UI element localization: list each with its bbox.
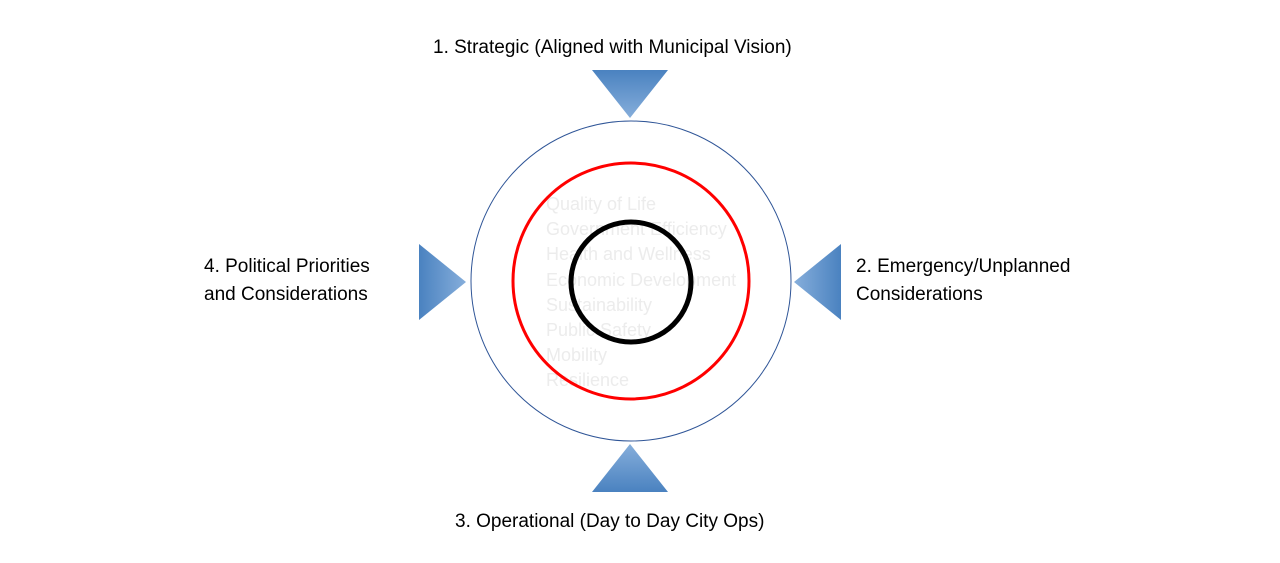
center-item: Quality of Life	[546, 194, 657, 214]
center-item: Health and Wellness	[546, 244, 711, 265]
label-line: Considerations	[856, 284, 983, 305]
label-emergency: 2. Emergency/Unplanned Considerations	[856, 253, 1070, 309]
label-political: 4. Political Priorities and Consideratio…	[204, 253, 370, 309]
arrow-down-icon	[592, 70, 668, 118]
label-line: 4. Political Priorities	[204, 256, 370, 277]
middle-ring	[511, 161, 751, 401]
center-item-list: Quality of Life Government Efficiency He…	[546, 192, 736, 394]
arrow-up-icon	[592, 444, 668, 492]
label-strategic: 1. Strategic (Aligned with Municipal Vis…	[433, 37, 792, 58]
inner-ring	[568, 219, 694, 345]
arrow-left-icon	[794, 244, 841, 320]
label-operational: 3. Operational (Day to Day City Ops)	[455, 511, 765, 532]
center-item: Mobility	[546, 345, 608, 366]
outer-ring	[470, 120, 792, 442]
center-item: Resilience	[546, 370, 630, 391]
label-line: 2. Emergency/Unplanned	[856, 256, 1071, 277]
arrow-right-icon	[419, 244, 466, 320]
label-line: and Considerations	[204, 284, 368, 305]
